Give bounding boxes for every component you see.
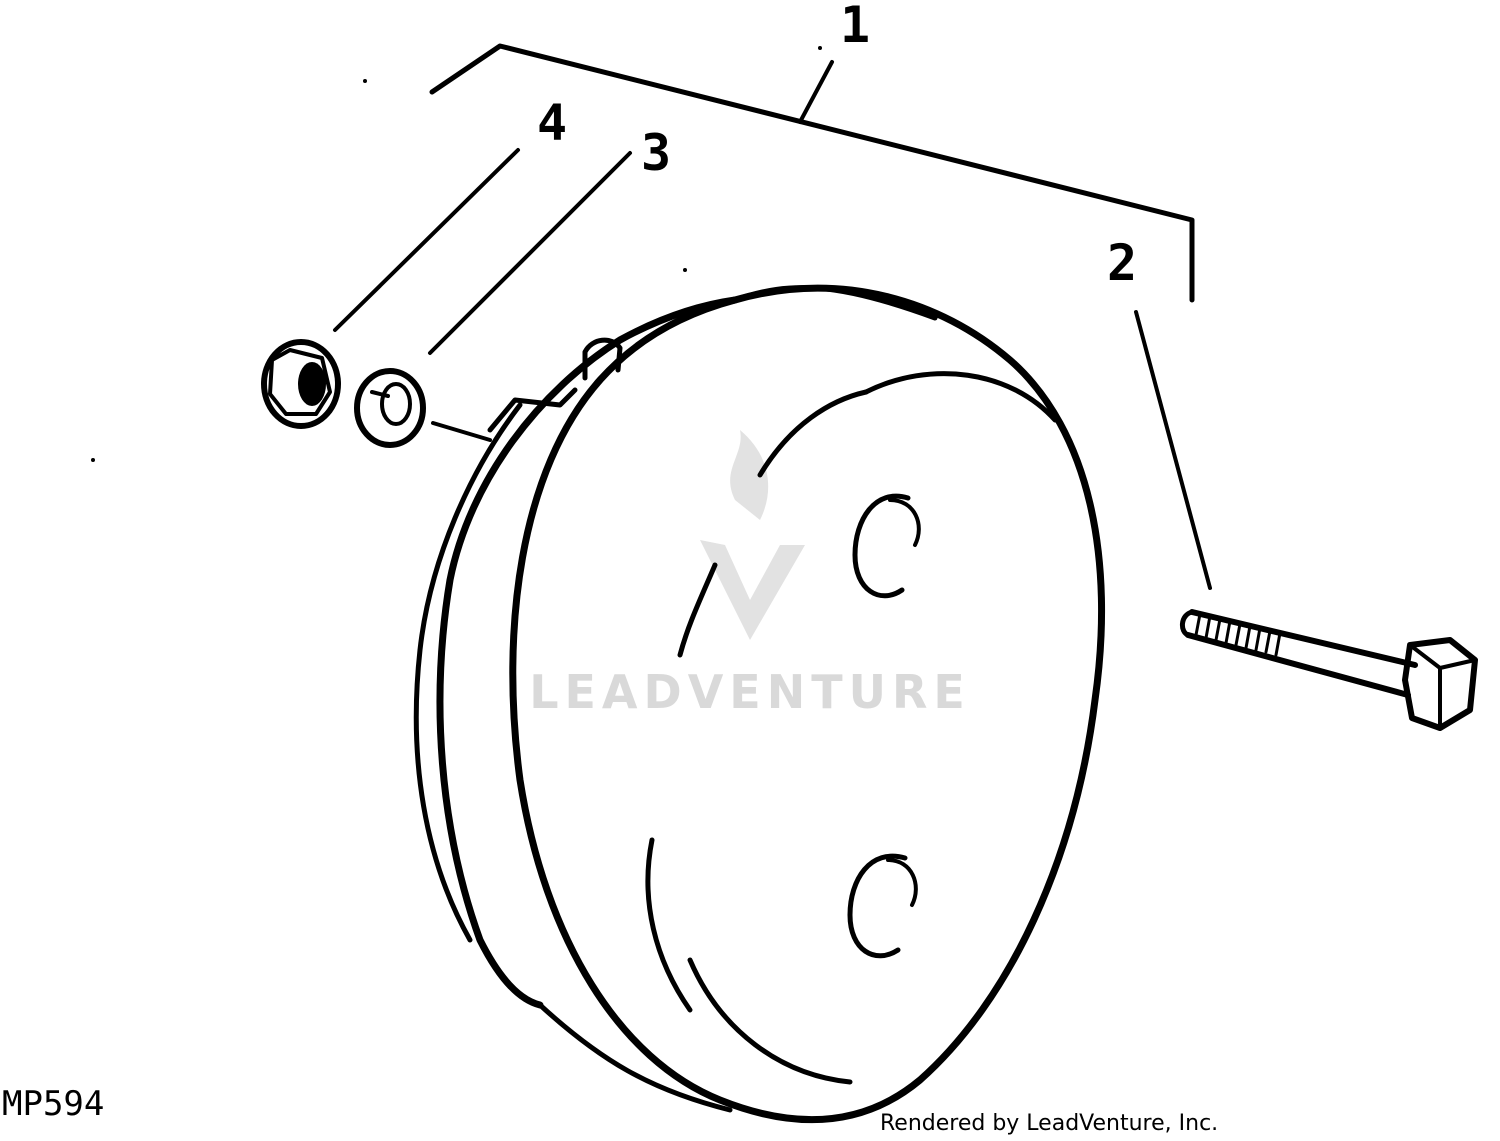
callout-1: 1	[840, 0, 870, 54]
speck	[91, 458, 95, 462]
callout-3: 3	[641, 124, 671, 182]
bolt-icon	[1180, 609, 1478, 731]
watermark-logo-icon	[700, 430, 805, 640]
watermark-text: LEADVENTURE	[529, 665, 971, 719]
speck	[683, 268, 687, 272]
speck	[363, 79, 367, 83]
drum-housing	[413, 284, 1106, 1124]
bracket-item-1	[429, 43, 1195, 303]
lock-washer-icon	[354, 368, 492, 448]
render-credit: Rendered by LeadVenture, Inc.	[880, 1111, 1218, 1136]
leader-line-2	[1134, 310, 1212, 590]
callout-4: 4	[537, 94, 567, 152]
watermark: LEADVENTURE	[529, 430, 971, 719]
speck	[818, 46, 822, 50]
figure-code: MP594	[2, 1084, 104, 1124]
leader-line-4	[333, 148, 520, 332]
leader-line-3	[428, 151, 632, 355]
callout-2: 2	[1107, 234, 1137, 292]
nut-icon	[261, 339, 341, 429]
